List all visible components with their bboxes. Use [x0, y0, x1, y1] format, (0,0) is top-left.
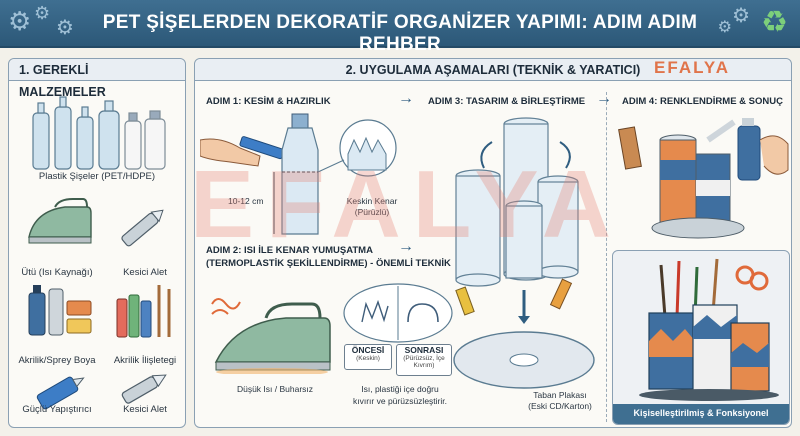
before-box: ÖNCESİ (Keskin) — [344, 344, 392, 370]
arrow-right-icon: → — [398, 90, 414, 107]
after-title: SONRASI — [404, 345, 444, 355]
gear-icon: ⚙ — [56, 17, 74, 39]
paint-cans-icon — [28, 285, 92, 336]
recycle-icon: ♻ — [761, 6, 788, 39]
step3-assembly-illustration — [453, 117, 595, 389]
brand-logo: EFALYA — [654, 58, 730, 77]
step2-subtitle: (TERMOPLASTİK ŞEKİLLENDİRME) - ÖNEMLİ TE… — [206, 258, 451, 269]
materials-panel: 1. GEREKLİ MALZEMELER Plastik Şişeler (P… — [8, 58, 186, 428]
after-sub: (Pürüzsüz, İçe Kıvrım) — [403, 355, 445, 369]
cutter-icon — [121, 209, 164, 247]
bottles-label: Plastik Şişeler (PET/HDPE) — [38, 171, 156, 182]
step4-title: ADIM 4: RENKLENDİRME & SONUÇ — [622, 96, 783, 107]
step1-illustration — [200, 113, 397, 235]
arrow-right-icon: → — [596, 90, 612, 107]
paint-label: Akrilik/Sprey Boya — [18, 355, 96, 366]
title-banner: ⚙ ⚙ ⚙ PET ŞİŞELERDEN DEKORATİF ORGANİZER… — [0, 0, 800, 55]
step2-title: ADIM 2: ISI İLE KENAR YUMUŞATMA — [206, 245, 373, 256]
cutter-icon — [121, 374, 167, 404]
brushes-label: Akrilik İlişletegi — [113, 355, 177, 366]
glue-label: Güçlü Yapıştırıcı — [22, 404, 92, 415]
materials-heading: 1. GEREKLİ MALZEMELER — [9, 59, 185, 99]
step1-title: ADIM 1: KESİM & HAZIRLIK — [206, 96, 331, 107]
cutter-label: Kesici Alet — [123, 267, 167, 278]
edge-sub-label: (Pürüzlü) — [354, 207, 390, 217]
gear-icon: ⚙ — [717, 19, 732, 36]
heat-note-line1: Isı, plastiği içe doğru — [361, 384, 439, 394]
base-sub-label: (Eski CD/Karton) — [528, 401, 592, 411]
base-label: Taban Plakası — [533, 390, 587, 400]
step3-title: ADIM 3: TASARIM & BİRLEŞTİRME — [428, 96, 586, 107]
step2-iron-illustration — [211, 298, 331, 374]
heat-note-line2: kıvırır ve pürüzsüzleştirir. — [353, 396, 447, 406]
iron-label: Ütü (Isı Kaynağı) — [21, 267, 93, 278]
glue-icon — [36, 376, 85, 410]
iron-icon — [28, 198, 92, 244]
gear-icon: ⚙ — [732, 5, 750, 27]
finished-organizer-illustration — [639, 258, 779, 401]
before-sub: (Keskin) — [356, 355, 380, 362]
iron-caption: Düşük Isı / Buharsız — [236, 384, 314, 394]
step-divider — [606, 92, 607, 422]
result-caption-bar — [613, 404, 789, 424]
result-box: Kişiselleştirilmiş & Fonksiyonel — [612, 250, 790, 425]
after-box: SONRASI (Pürüzsüz, İçe Kıvrım) — [396, 344, 452, 376]
bottles-illustration — [32, 96, 166, 170]
before-title: ÖNCESİ — [351, 345, 385, 355]
arrow-right-icon: → — [398, 238, 414, 255]
measure-label: 10-12 cm — [228, 196, 264, 206]
stages-heading: 2. UYGULAMA AŞAMALARI (TEKNİK & YARATICI… — [195, 59, 791, 81]
cutter2-label: Kesici Alet — [123, 404, 167, 415]
result-caption: Kişiselleştirilmiş & Fonksiyonel — [633, 408, 769, 418]
before-after-illustration — [343, 283, 453, 343]
gear-icon: ⚙ — [8, 6, 32, 36]
step4-painting-illustration — [618, 118, 789, 239]
brushes-icon — [116, 285, 171, 338]
gear-icon: ⚙ — [34, 3, 51, 23]
edge-label: Keskin Kenar — [346, 196, 398, 206]
page-title: PET ŞİŞELERDEN DEKORATİF ORGANİZER YAPIM… — [102, 12, 698, 55]
